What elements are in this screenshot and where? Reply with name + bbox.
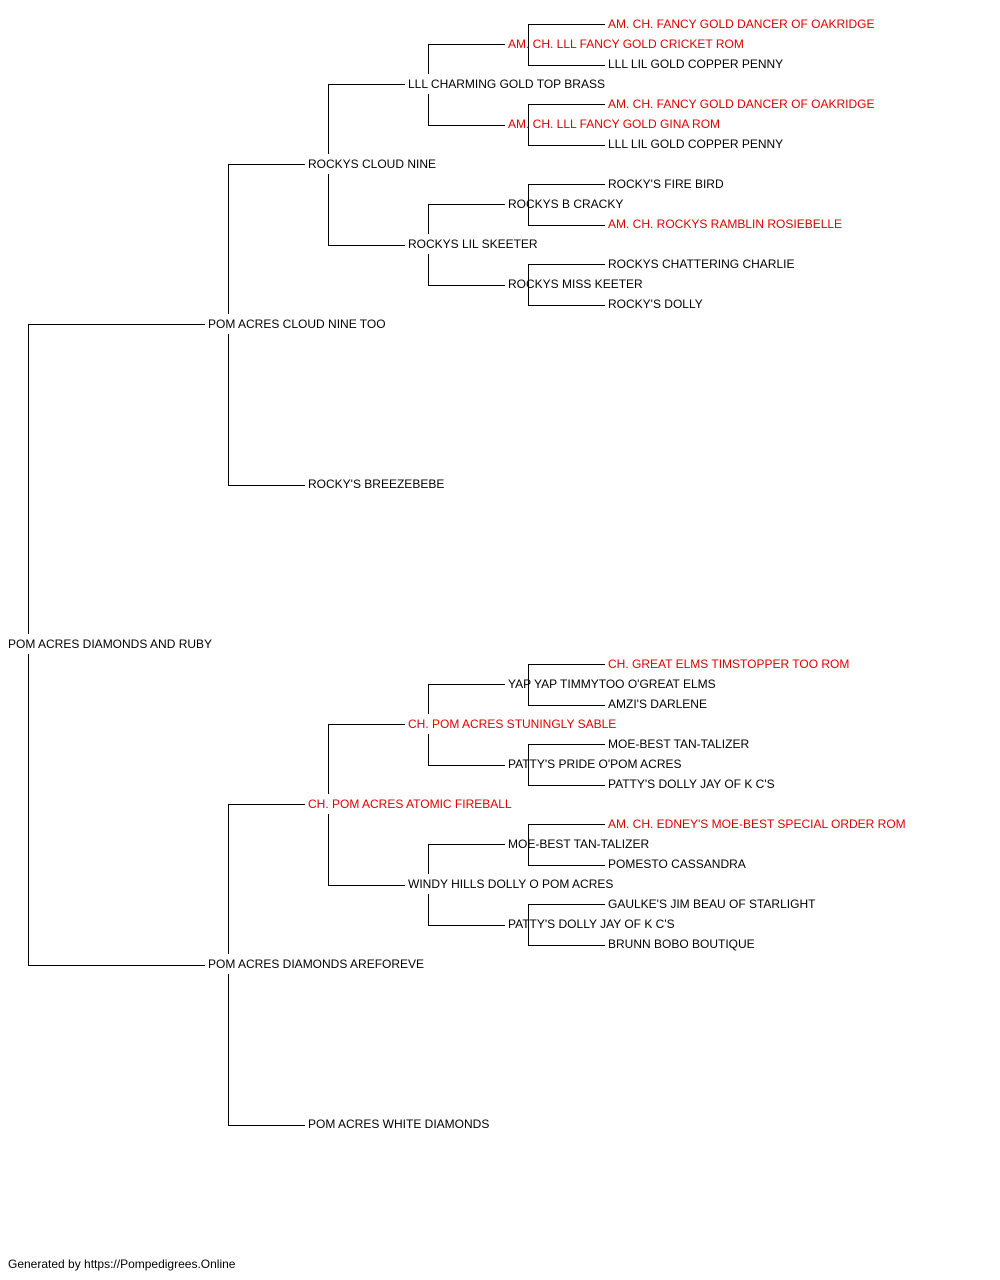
sire-connector	[528, 824, 605, 844]
dam-connector	[528, 684, 605, 706]
ancestor-name[interactable]: BRUNN BOBO BOUTIQUE	[608, 937, 755, 951]
ancestor-name[interactable]: AM. CH. ROCKYS RAMBLIN ROSIEBELLE	[608, 217, 842, 231]
ancestor-name[interactable]: LLL LIL GOLD COPPER PENNY	[608, 137, 783, 151]
pedigree-labels: POM ACRES DIAMONDS AND RUBY POM ACRES CLO…	[8, 17, 906, 1131]
ancestor-name[interactable]: LLL CHARMING GOLD TOP BRASS	[408, 77, 605, 91]
ancestor-name[interactable]: ROCKY'S FIRE BIRD	[608, 177, 724, 191]
ancestor-name[interactable]: POMESTO CASSANDRA	[608, 857, 746, 871]
dam-connector	[528, 924, 605, 946]
subject-name[interactable]: POM ACRES DIAMONDS AND RUBY	[8, 637, 212, 651]
generated-by-footer: Generated by https://Pompedigrees.Online	[8, 1257, 236, 1271]
ancestor-name[interactable]: POM ACRES WHITE DIAMONDS	[308, 1117, 489, 1131]
sire-connector	[28, 324, 205, 634]
dam-connector	[428, 254, 505, 286]
sire-connector	[528, 664, 605, 684]
ancestor-name[interactable]: AM. CH. EDNEY'S MOE-BEST SPECIAL ORDER R…	[608, 817, 906, 831]
dam-connector	[528, 204, 605, 226]
sire-connector	[228, 804, 305, 954]
ancestor-name[interactable]: POM ACRES CLOUD NINE TOO	[208, 317, 386, 331]
sire-connector	[528, 904, 605, 924]
sire-connector	[528, 184, 605, 204]
ancestor-name[interactable]: YAP YAP TIMMYTOO O'GREAT ELMS	[508, 677, 716, 691]
ancestor-name[interactable]: POM ACRES DIAMONDS AREFOREVE	[208, 957, 424, 971]
dam-connector	[228, 974, 305, 1126]
dam-connector	[428, 734, 505, 766]
dam-connector	[528, 124, 605, 146]
ancestor-name[interactable]: GAULKE'S JIM BEAU OF STARLIGHT	[608, 897, 816, 911]
dam-connector	[328, 814, 405, 886]
sire-connector	[428, 684, 505, 714]
ancestor-name[interactable]: ROCKY'S DOLLY	[608, 297, 703, 311]
sire-connector	[528, 744, 605, 764]
ancestor-name[interactable]: ROCKYS CLOUD NINE	[308, 157, 436, 171]
dam-connector	[28, 654, 205, 966]
ancestor-name[interactable]: ROCKY'S BREEZEBEBE	[308, 477, 444, 491]
dam-connector	[528, 284, 605, 306]
pedigree-connectors	[28, 24, 605, 1126]
sire-connector	[528, 264, 605, 284]
ancestor-name[interactable]: ROCKYS MISS KEETER	[508, 277, 643, 291]
sire-connector	[228, 164, 305, 314]
ancestor-name[interactable]: CH. POM ACRES ATOMIC FIREBALL	[308, 797, 512, 811]
ancestor-name[interactable]: CH. GREAT ELMS TIMSTOPPER TOO ROM	[608, 657, 849, 671]
dam-connector	[528, 764, 605, 786]
sire-connector	[328, 724, 405, 794]
dam-connector	[428, 894, 505, 926]
ancestor-name[interactable]: ROCKYS CHATTERING CHARLIE	[608, 257, 794, 271]
ancestor-name[interactable]: AM. CH. LLL FANCY GOLD CRICKET ROM	[508, 37, 744, 51]
ancestor-name[interactable]: MOE-BEST TAN-TALIZER	[508, 837, 649, 851]
dam-connector	[528, 44, 605, 66]
ancestor-name[interactable]: LLL LIL GOLD COPPER PENNY	[608, 57, 783, 71]
sire-connector	[428, 44, 505, 74]
dam-connector	[328, 174, 405, 246]
dam-connector	[528, 844, 605, 866]
ancestor-name[interactable]: AM. CH. LLL FANCY GOLD GINA ROM	[508, 117, 720, 131]
sire-connector	[328, 84, 405, 154]
ancestor-name[interactable]: AM. CH. FANCY GOLD DANCER OF OAKRIDGE	[608, 17, 874, 31]
ancestor-name[interactable]: PATTY'S PRIDE O'POM ACRES	[508, 757, 682, 771]
sire-connector	[428, 204, 505, 234]
sire-connector	[528, 104, 605, 124]
ancestor-name[interactable]: ROCKYS LIL SKEETER	[408, 237, 538, 251]
ancestor-name[interactable]: AM. CH. FANCY GOLD DANCER OF OAKRIDGE	[608, 97, 874, 111]
sire-connector	[528, 24, 605, 44]
ancestor-name[interactable]: PATTY'S DOLLY JAY OF K C'S	[508, 917, 675, 931]
ancestor-name[interactable]: AMZI'S DARLENE	[608, 697, 707, 711]
ancestor-name[interactable]: CH. POM ACRES STUNINGLY SABLE	[408, 717, 616, 731]
ancestor-name[interactable]: WINDY HILLS DOLLY O POM ACRES	[408, 877, 613, 891]
ancestor-name[interactable]: ROCKYS B CRACKY	[508, 197, 623, 211]
ancestor-name[interactable]: PATTY'S DOLLY JAY OF K C'S	[608, 777, 775, 791]
dam-connector	[428, 94, 505, 126]
ancestor-name[interactable]: MOE-BEST TAN-TALIZER	[608, 737, 749, 751]
dam-connector	[228, 334, 305, 486]
sire-connector	[428, 844, 505, 874]
